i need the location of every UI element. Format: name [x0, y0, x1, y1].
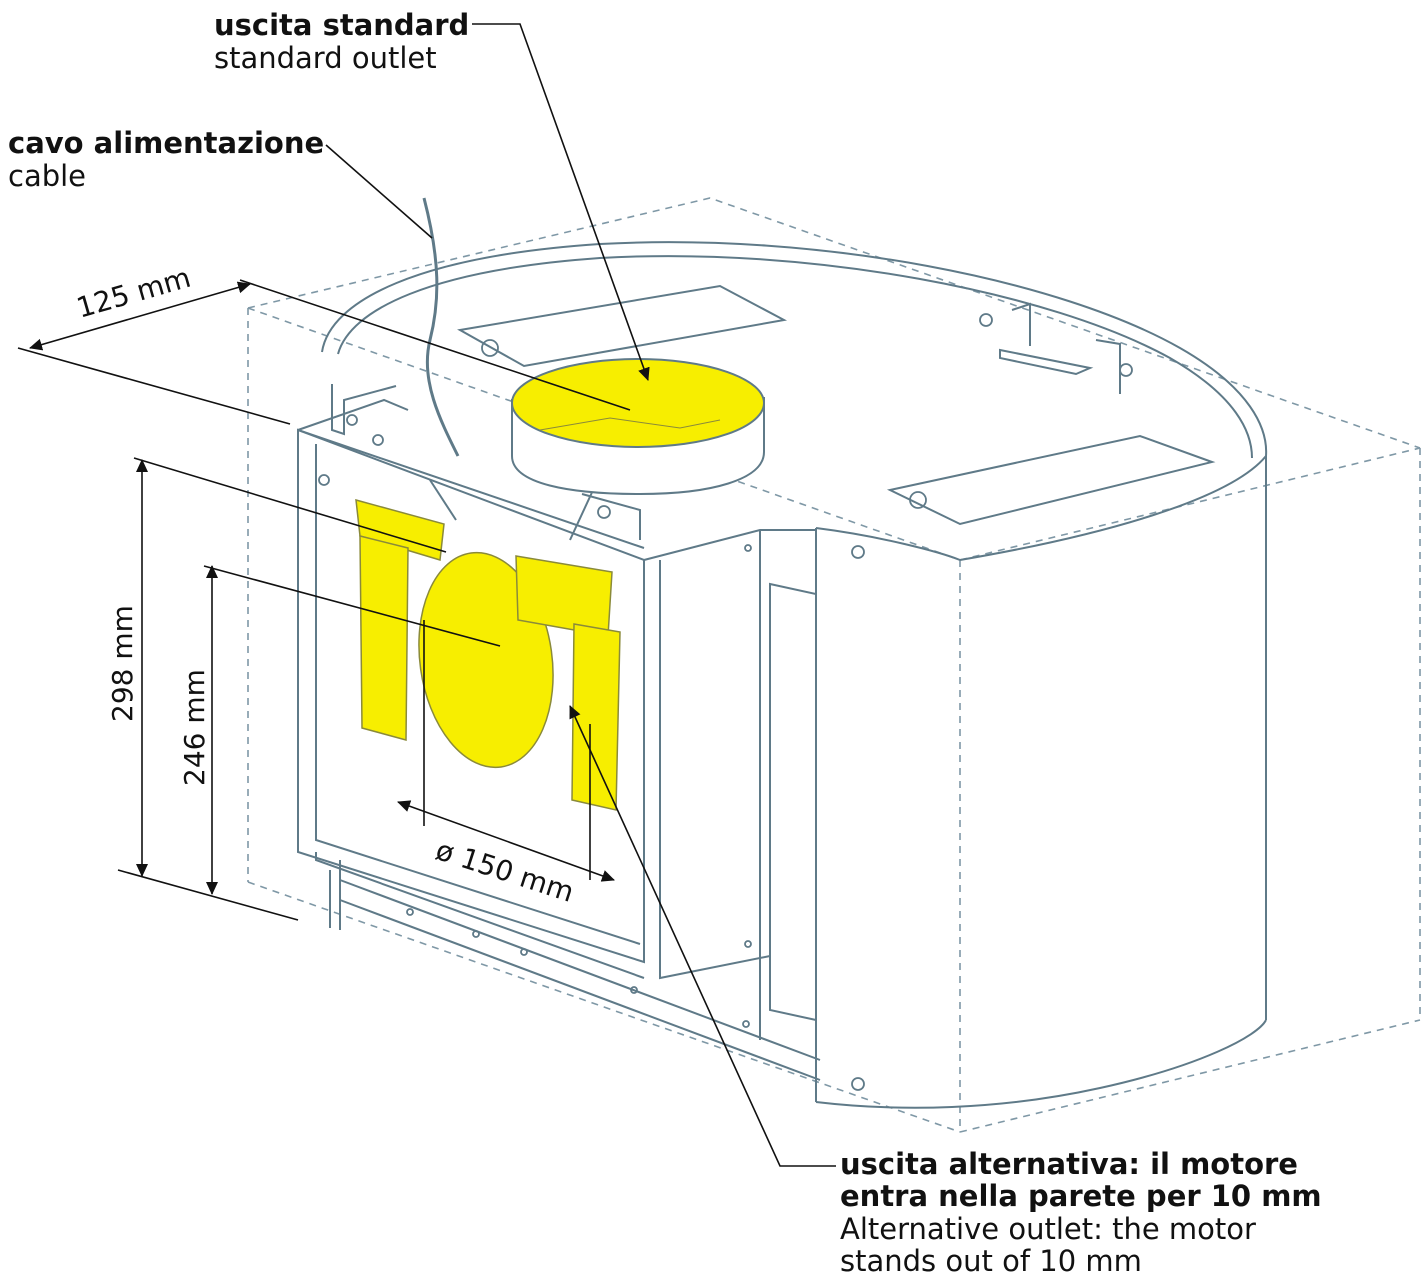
height-outlet-label: 246 mm: [178, 669, 211, 786]
screw-holes: [318, 313, 1133, 1091]
depth-label: 125 mm: [73, 261, 194, 325]
depth-dimension-line: [29, 281, 251, 351]
hood-body: [297, 241, 1268, 1109]
standard-outlet-subtitle: standard outlet: [214, 41, 437, 76]
power-cable: [422, 197, 460, 457]
leader-lines: [17, 23, 836, 1167]
standard-outlet-label: uscita standard standard outlet: [214, 8, 470, 76]
mounting-brackets: [355, 498, 621, 811]
diameter-dimension-line: [397, 800, 615, 882]
alternative-outlet-subtitle-line1: Alternative outlet: the motor: [840, 1211, 1256, 1246]
cable-subtitle: cable: [8, 159, 87, 194]
diameter-label: ø 150 mm: [432, 833, 578, 909]
cable-title: cavo alimentazione: [8, 126, 325, 160]
alternative-outlet-subtitle-line2: stands out of 10 mm: [840, 1244, 1142, 1279]
alternative-outlet-title-line1: uscita alternativa: il motore: [840, 1147, 1298, 1181]
height-total-label: 298 mm: [106, 605, 139, 722]
standard-outlet-collar: [511, 358, 765, 496]
alternative-outlet-label: uscita alternativa: il motore entra nell…: [840, 1148, 1322, 1278]
cable-label: cavo alimentazione cable: [8, 126, 325, 194]
dimension-lines: [29, 281, 615, 895]
standard-outlet-title: uscita standard: [214, 8, 470, 42]
alternative-outlet-title-line2: entra nella parete per 10 mm: [840, 1179, 1322, 1214]
dashed-bounding-box: [247, 197, 1421, 1133]
